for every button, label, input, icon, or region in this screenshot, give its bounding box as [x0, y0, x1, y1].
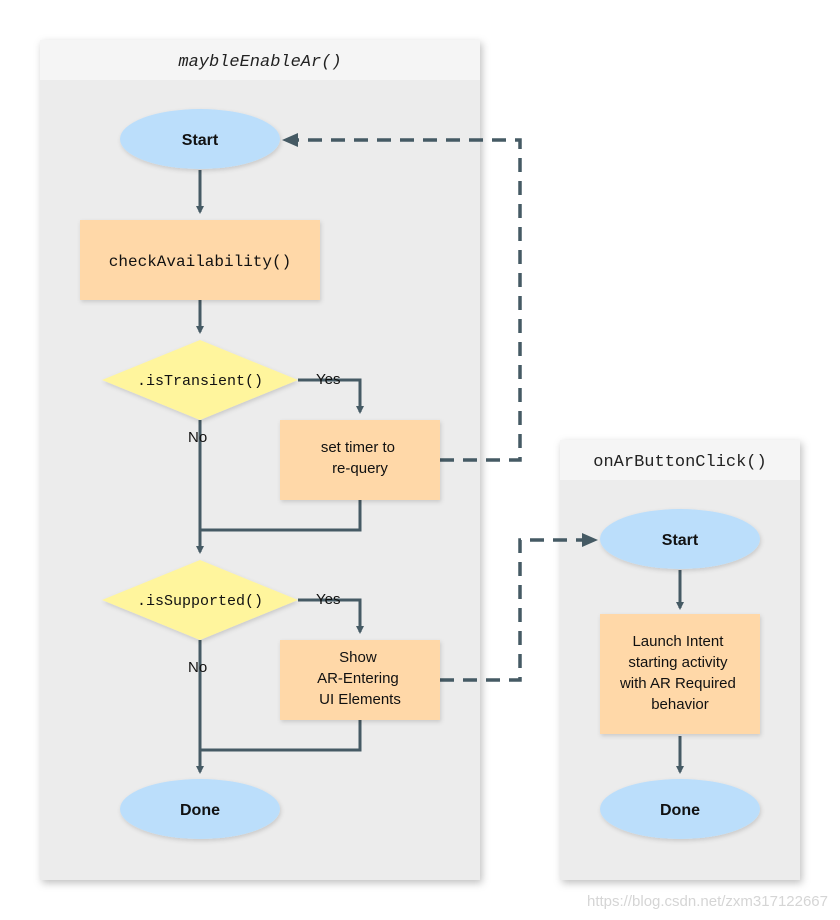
set-timer-line-1: set timer to — [321, 439, 395, 456]
left-panel-title: maybleEnableAr() — [178, 53, 341, 72]
launch-intent-line-1: Launch Intent — [632, 633, 724, 650]
check-availability-label: checkAvailability() — [109, 253, 291, 271]
supported-no-label: No — [188, 659, 207, 676]
set-timer-box — [280, 420, 440, 500]
done-label: Done — [180, 802, 220, 819]
launch-intent-label: Launch Intent starting activity with AR … — [619, 633, 740, 713]
supported-yes-label: Yes — [316, 591, 340, 608]
transient-no-label: No — [188, 429, 207, 446]
right-start-node — [600, 509, 760, 569]
start-node — [120, 109, 280, 169]
is-transient-label: .isTransient() — [137, 373, 263, 390]
check-availability-box — [80, 220, 320, 300]
right-done-label: Done — [660, 802, 700, 819]
show-ui-line-3: UI Elements — [319, 691, 401, 708]
right-start-label: Start — [662, 532, 699, 549]
show-ui-box — [280, 640, 440, 720]
show-ui-label: Show AR-Entering UI Elements — [317, 649, 403, 708]
launch-intent-box — [600, 614, 760, 734]
transient-yes-label: Yes — [316, 371, 340, 388]
dashed-arrowhead-right-start — [582, 533, 598, 547]
is-transient-decision — [102, 340, 298, 420]
is-supported-label: .isSupported() — [137, 593, 263, 610]
dashed-connectors — [290, 138, 590, 682]
start-label: Start — [182, 132, 219, 149]
right-done-node — [600, 779, 760, 839]
connectors — [196, 170, 684, 774]
launch-intent-line-2: starting activity — [628, 654, 728, 671]
show-ui-line-2: AR-Entering — [317, 670, 399, 687]
set-timer-line-2: re-query — [332, 460, 388, 477]
show-ui-line-1: Show — [339, 649, 377, 666]
launch-intent-line-3: with AR Required — [619, 675, 736, 692]
dashed-arrowhead-start — [282, 133, 298, 147]
watermark: https://blog.csdn.net/zxm317122667 — [587, 893, 828, 910]
right-panel-title: onArButtonClick() — [593, 453, 766, 472]
is-supported-decision — [102, 560, 298, 640]
set-timer-label: set timer to re-query — [321, 439, 399, 477]
done-node — [120, 779, 280, 839]
launch-intent-line-4: behavior — [651, 696, 709, 713]
